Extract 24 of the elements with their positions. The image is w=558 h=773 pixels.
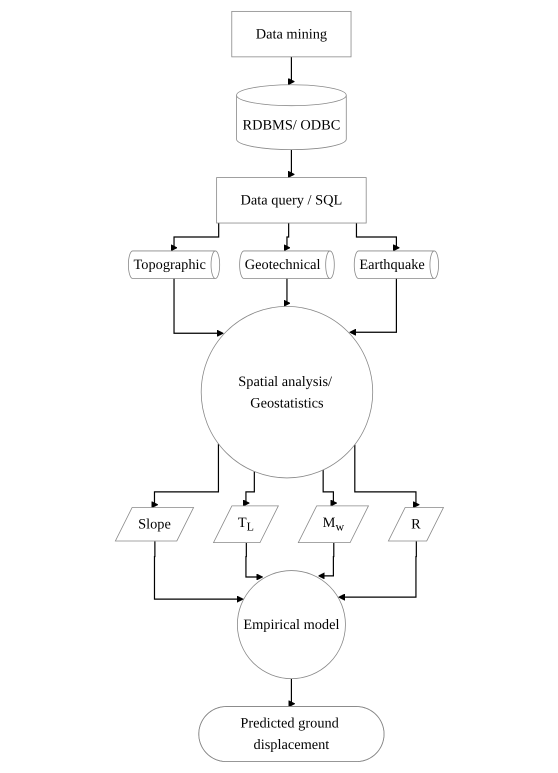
node-box: Data query / SQL [216, 177, 366, 224]
arrow [153, 541, 244, 603]
arrow [322, 470, 337, 507]
arrow [287, 56, 294, 86]
arrow [288, 678, 295, 708]
arrow [150, 444, 219, 508]
arrow [283, 278, 290, 307]
node-circle: Spatial analysis/ Geostatistics [200, 306, 373, 478]
node-circle: Empirical model [236, 570, 346, 680]
arrow [338, 541, 416, 601]
node-text: Geotechnical [244, 256, 320, 272]
node-box: Data mining [230, 11, 351, 58]
arrow [354, 444, 420, 508]
node-text: Topographic [133, 256, 206, 272]
arrow [242, 472, 254, 507]
arrow [173, 278, 224, 337]
node-text: Earthquake [358, 256, 424, 272]
arrow [348, 278, 397, 336]
arrow [244, 543, 263, 581]
arrow [318, 543, 334, 580]
arrow [283, 223, 290, 252]
arrow [170, 223, 219, 252]
arrow [287, 150, 294, 178]
arrow [355, 223, 400, 252]
